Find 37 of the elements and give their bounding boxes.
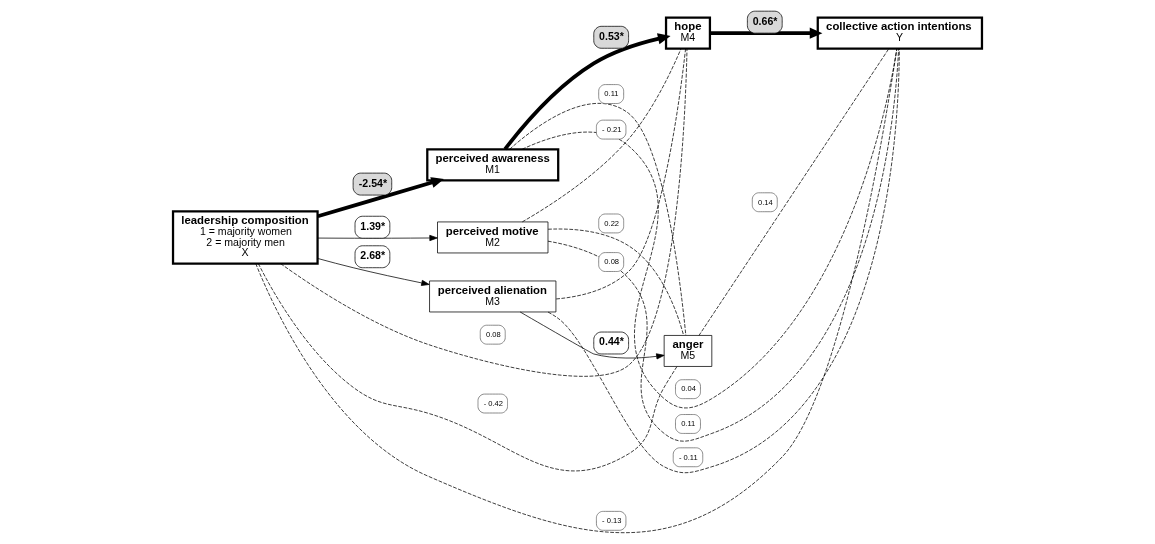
connector (509, 103, 687, 336)
edge-label: 0.08 (604, 257, 620, 267)
arrow (317, 258, 430, 286)
arrow (503, 33, 671, 151)
node-box: leadership composition 1 = majority women 2 = majority men X (171, 210, 319, 265)
node-box: anger M5 (663, 335, 713, 367)
edge-label: 0.11 (604, 89, 619, 99)
connector (522, 48, 682, 223)
edge-label: 0.14 (757, 197, 773, 207)
node-box: perceived alienation M3 (429, 280, 557, 313)
connector (280, 48, 688, 377)
connector (698, 48, 890, 336)
node-box: hope M4 (664, 16, 712, 50)
edge-label: 1.39* (360, 219, 386, 232)
edge-label: - 0.42 (483, 398, 503, 408)
connector (555, 48, 686, 300)
arrow (317, 177, 444, 219)
node-box: perceived awareness M1 (426, 148, 560, 182)
edge-label: 0.22 (604, 218, 620, 228)
edge-label: 0.66* (752, 14, 778, 27)
node-box: perceived motive M2 (437, 221, 549, 254)
edge-label: -2.54* (358, 176, 388, 189)
edge-label: - 0.21 (602, 124, 622, 134)
edge-label: 0.04 (681, 384, 696, 394)
arrow (519, 311, 665, 360)
arrow (317, 234, 438, 241)
edge-label: 2.68* (360, 249, 386, 262)
edge-label: 0.11 (681, 419, 696, 429)
connector (547, 228, 684, 336)
arrow (710, 27, 823, 39)
connector (258, 263, 678, 472)
edge-label: - 0.11 (678, 452, 698, 462)
edge-label: 0.53* (599, 29, 624, 42)
edge-label: 0.44* (599, 335, 624, 348)
edge-label: 0.08 (485, 329, 501, 339)
node-box: collective action intentions Y (816, 16, 984, 50)
edge-label: - 0.13 (602, 516, 622, 526)
